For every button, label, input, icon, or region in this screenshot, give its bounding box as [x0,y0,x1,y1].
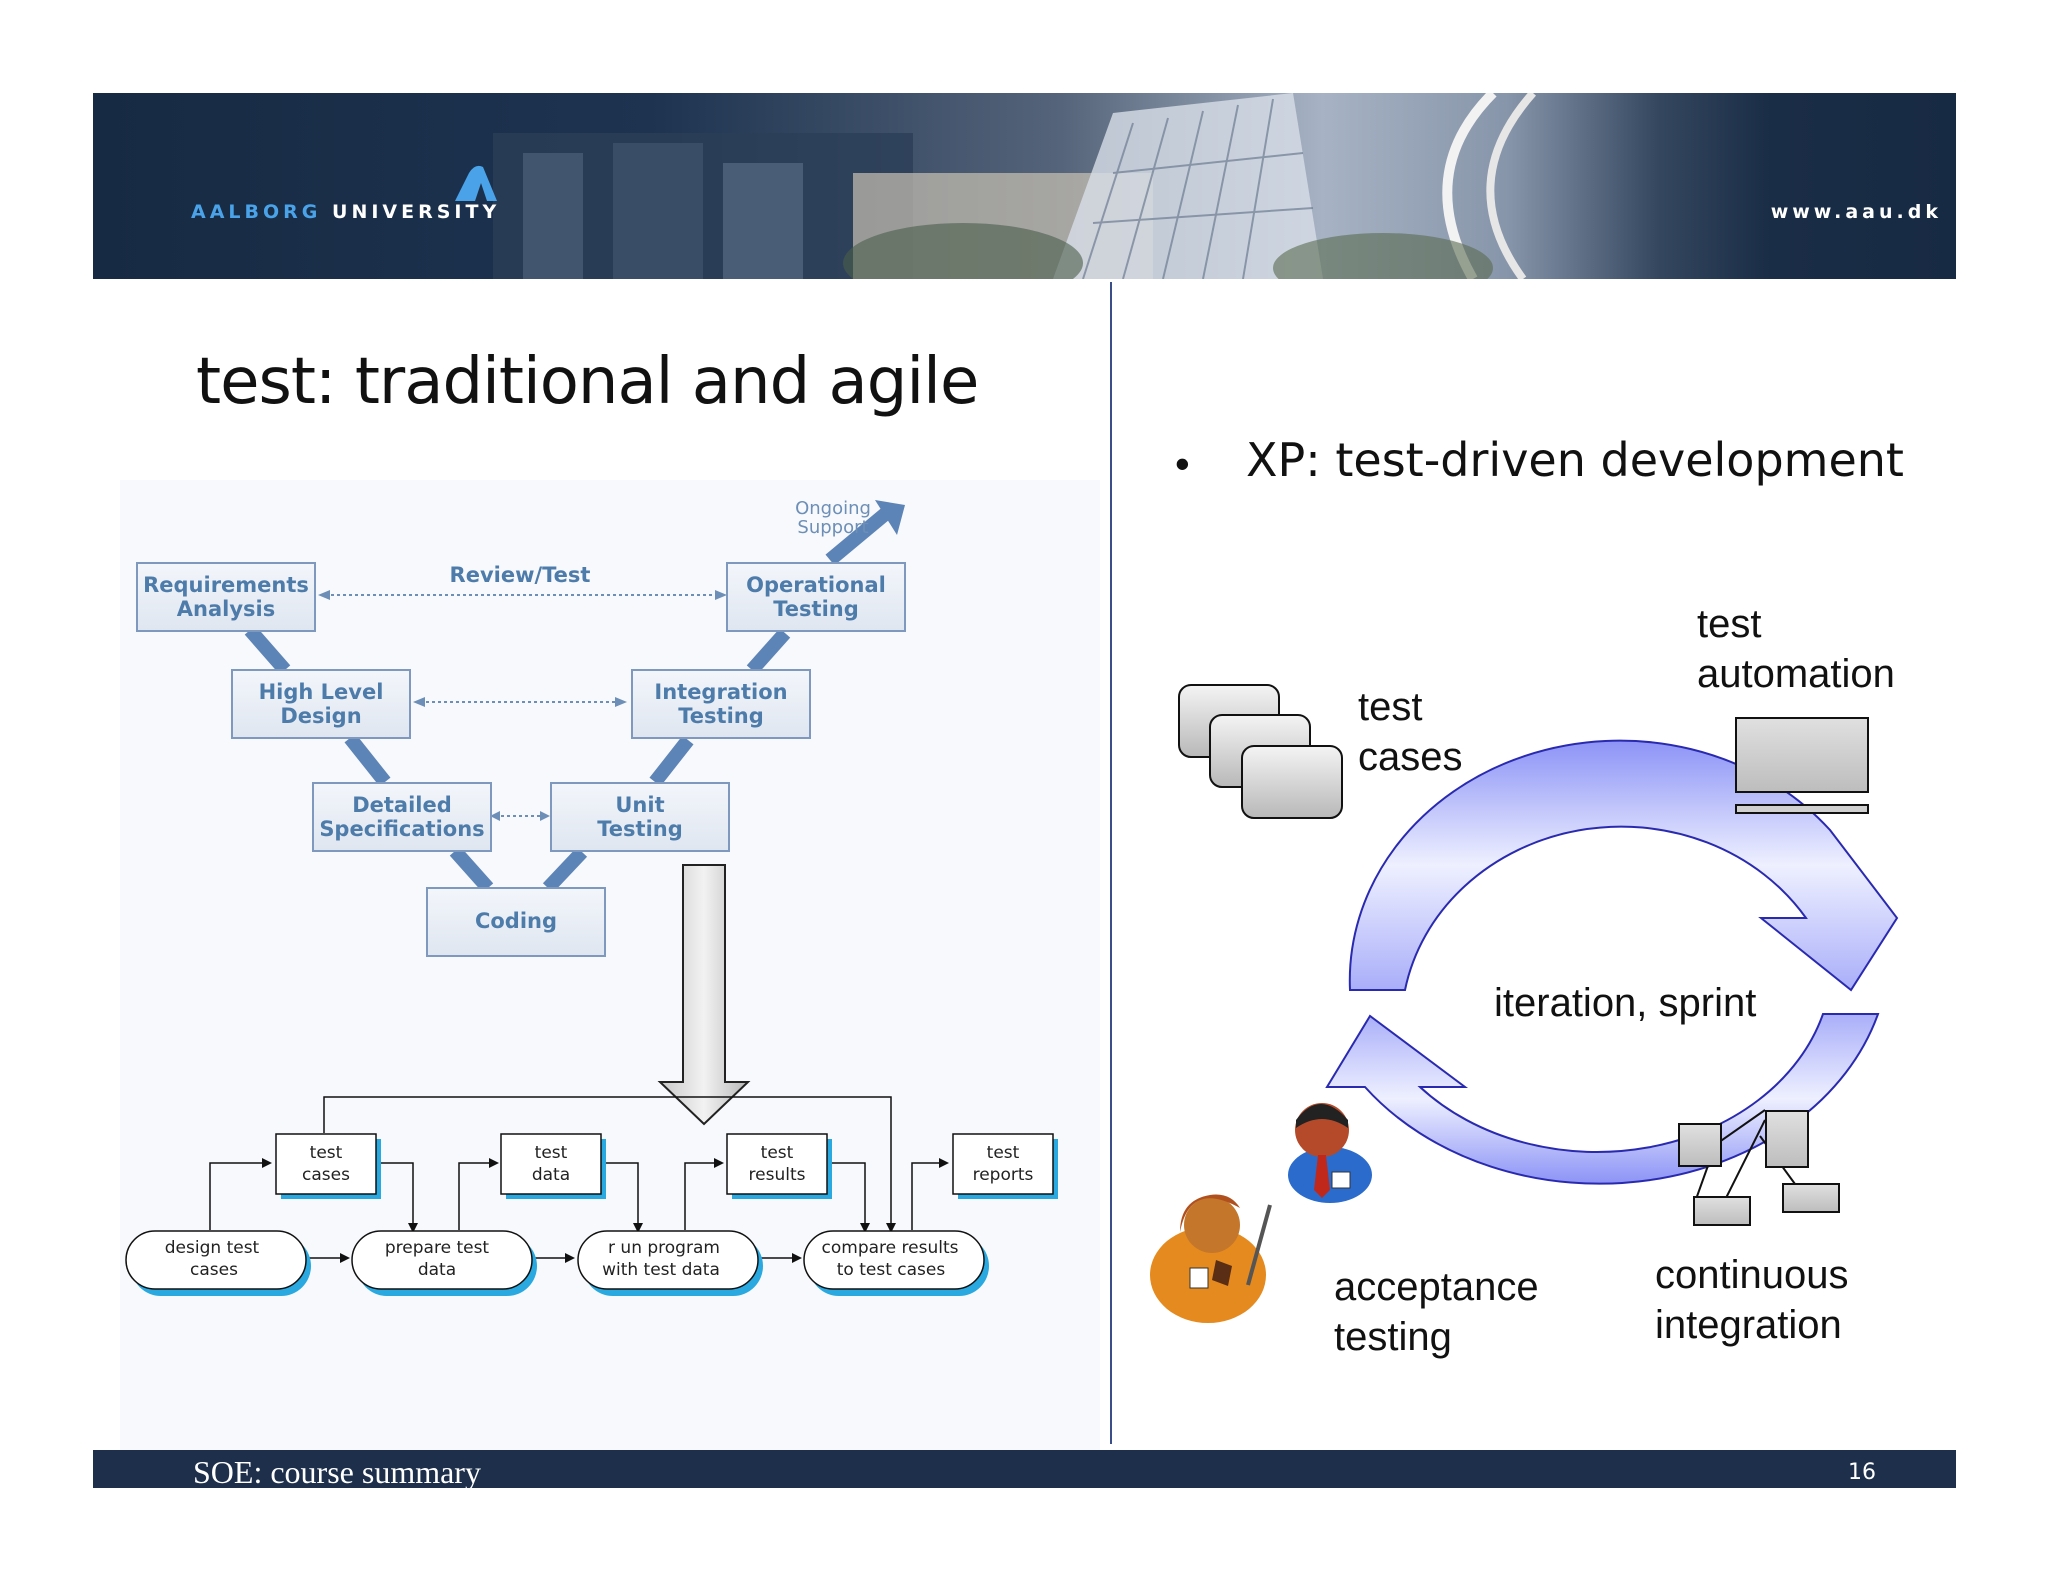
test-cases-cards-icon [1178,684,1343,819]
v-box-high-level-line1: High Level [259,680,384,704]
artifact-test-cases-line1: test [310,1143,343,1163]
v-box-operational: Operational Testing [726,562,906,632]
v-box-high-level-line2: Design [280,704,361,728]
university-logo-text[interactable]: AALBORG UNIVERSITY [191,201,501,223]
activity-design-line1: design test [165,1238,260,1258]
v-box-unit-line1: Unit [615,793,664,817]
acceptance-label-2: testing [1334,1315,1452,1359]
flow-connectors [209,1096,945,1259]
v-box-requirements-line2: Analysis [177,597,275,621]
test-automation-label-2: automation [1697,652,1895,696]
v-box-operational-line1: Operational [746,573,886,597]
v-box-coding-label: Coding [475,909,557,933]
activity-design-test-cases: design test cases [125,1230,311,1296]
ongoing-support-label-2: Support [797,517,868,538]
university-url[interactable]: www.aau.dk [1770,201,1942,223]
artifact-test-data: test data [500,1133,606,1199]
test-cases-label-1: test [1358,685,1422,729]
v-box-unit-line2: Testing [597,817,683,841]
activity-run-program: r un program with test data [577,1230,763,1296]
people-icon [1150,1103,1372,1323]
continuous-label-2: integration [1655,1303,1842,1347]
continuous-label-1: continuous [1655,1253,1848,1297]
artifact-test-results: test results [726,1133,832,1199]
slide-title: test: traditional and agile [196,345,979,419]
laptop-icon [1735,717,1869,814]
ongoing-support-label-1: Ongoing [795,498,871,519]
activity-prepare-line1: prepare test [385,1238,490,1258]
upper-cycle-arrow [1348,739,1899,992]
page-number: 16 [1848,1460,1876,1485]
artifact-test-cases-line2: cases [302,1165,350,1185]
review-test-label: Review/Test [450,563,591,587]
logo-icon [455,165,497,201]
v-box-integration-line1: Integration [654,680,787,704]
bullet-text: XP: test-driven development [1246,433,1904,487]
artifact-test-reports-line2: reports [973,1165,1034,1185]
tdd-cycle-diagram: test cases test automation iteration, sp… [1150,602,1899,1359]
artifact-test-reports-line1: test [987,1143,1020,1163]
campus-photo [493,93,1536,279]
artifact-test-data-line1: test [535,1143,568,1163]
v-box-requirements-line1: Requirements [143,573,309,597]
v-box-detailed: Detailed Specifications [312,782,492,852]
iteration-label: iteration, sprint [1494,981,1756,1025]
activity-compare-results: compare results to test cases [803,1230,989,1296]
artifact-test-results-line1: test [761,1143,794,1163]
v-box-integration-line2: Testing [678,704,764,728]
artifact-test-results-line2: results [749,1165,806,1185]
course-name: SOE: course summary [193,1454,481,1490]
v-box-unit: Unit Testing [550,782,730,852]
activity-prepare-line2: data [418,1260,456,1280]
artifact-test-data-line2: data [532,1165,570,1185]
test-cases-label-2: cases [1358,735,1463,779]
ongoing-support-arrowhead [875,500,905,535]
v-box-requirements: Requirements Analysis [136,562,316,632]
test-automation-label-1: test [1697,602,1761,646]
column-divider [1110,282,1112,1444]
activity-compare-line1: compare results [822,1238,959,1258]
activity-run-line1: r un program [608,1238,720,1258]
footer-bar: SOE: course summary 16 [93,1450,1956,1490]
down-arrow [657,864,751,1126]
activity-compare-line2: to test cases [837,1260,946,1280]
v-box-high-level: High Level Design [231,669,411,739]
network-icon [1678,1109,1840,1226]
v-box-operational-line2: Testing [773,597,859,621]
acceptance-label-1: acceptance [1334,1265,1539,1309]
bullet-dot: • [1175,440,1190,487]
v-box-detailed-line2: Specifications [319,817,484,841]
v-connectors [244,504,895,893]
header-banner: AALBORG UNIVERSITY www.aau.dk [93,93,1956,279]
v-box-coding: Coding [426,887,606,957]
activity-run-line2: with test data [602,1260,720,1280]
activity-design-line2: cases [190,1260,238,1280]
artifact-test-reports: test reports [952,1133,1058,1199]
v-box-detailed-line1: Detailed [352,793,452,817]
artifact-test-cases: test cases [275,1133,381,1199]
v-box-integration: Integration Testing [631,669,811,739]
activity-prepare-test-data: prepare test data [351,1230,537,1296]
